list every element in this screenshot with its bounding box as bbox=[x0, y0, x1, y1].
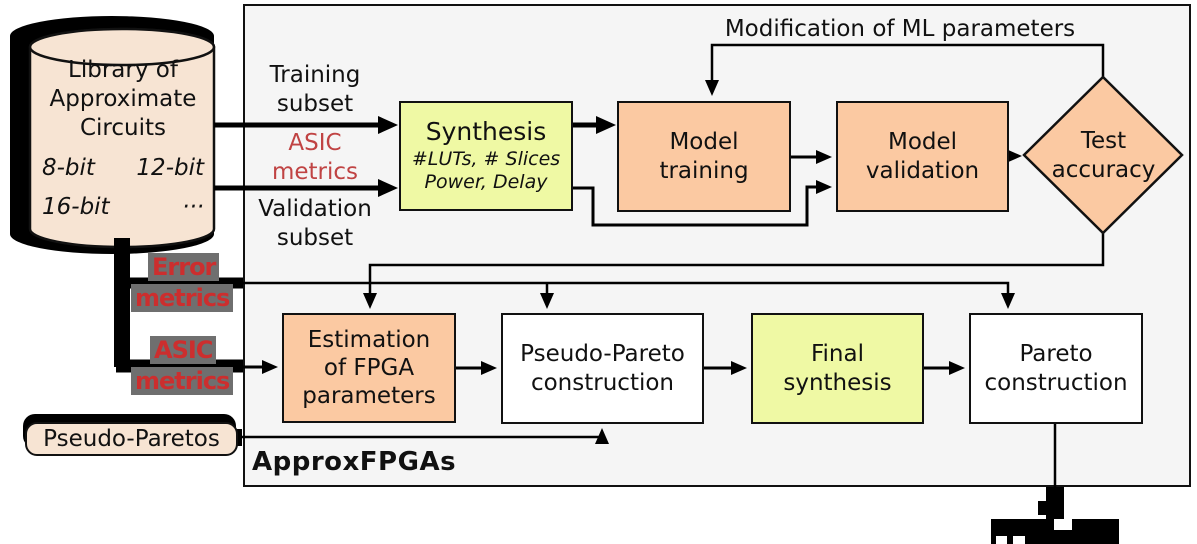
library-line: Circuits bbox=[79, 114, 166, 141]
library-line: Library of bbox=[68, 57, 178, 83]
arrow-pseudoparetos-to-ppc bbox=[236, 428, 609, 444]
library-bit-row: 8-bit 12-bit bbox=[32, 154, 214, 183]
node-model-validation: Model validation bbox=[836, 101, 1009, 212]
chip-asic: ASIC bbox=[150, 336, 217, 364]
node-synthesis-detail: #LUTs, # Slices bbox=[411, 147, 561, 170]
node-final-synthesis: Final synthesis bbox=[751, 313, 924, 424]
library-bit: 16-bit bbox=[42, 194, 110, 220]
edge-feedback-modification bbox=[705, 43, 1105, 96]
chip-error: Error bbox=[148, 253, 220, 281]
label-modification-ml: Modification of ML parameters bbox=[724, 16, 1076, 42]
library-bit: 12-bit bbox=[136, 155, 204, 182]
label-validation-subset: Validation subset bbox=[258, 196, 372, 251]
chip-asic-metrics: metrics bbox=[131, 367, 234, 395]
node-synthesis-detail: Power, Delay bbox=[424, 171, 548, 194]
node-pareto-construction-label: Pareto construction bbox=[984, 341, 1128, 396]
node-model-validation-label: Model validation bbox=[865, 129, 980, 184]
node-model-training-label: Model training bbox=[659, 129, 749, 184]
library-line: Approximate bbox=[49, 85, 197, 112]
arrow-synthesis-to-validation bbox=[572, 180, 832, 227]
panel-title: ApproxFPGAs bbox=[252, 447, 457, 477]
node-model-training: Model training bbox=[617, 101, 791, 212]
node-test-accuracy-shape bbox=[1022, 75, 1184, 235]
node-pseudo-paretos-label: Pseudo-Paretos bbox=[43, 426, 220, 452]
pareto-output-blob bbox=[991, 487, 1119, 544]
node-pseudo-pareto-construction: Pseudo-Pareto construction bbox=[501, 313, 704, 424]
node-synthesis: Synthesis #LUTs, # Slices Power, Delay bbox=[399, 101, 573, 211]
node-pseudo-pareto-construction-label: Pseudo-Pareto construction bbox=[520, 341, 685, 396]
library-bit: 8-bit bbox=[42, 155, 95, 182]
library-cylinder-top bbox=[28, 27, 216, 67]
node-final-synthesis-label: Final synthesis bbox=[783, 341, 892, 396]
library-bit-row: 16-bit ··· bbox=[32, 193, 214, 222]
node-pareto-construction: Pareto construction bbox=[969, 313, 1143, 424]
node-test-accuracy-label: Test accuracy bbox=[1051, 128, 1156, 183]
node-pseudo-paretos: Pseudo-Paretos bbox=[25, 422, 238, 456]
edge-test-to-estimation bbox=[363, 233, 1105, 309]
node-synthesis-title: Synthesis bbox=[425, 117, 547, 146]
label-asic-metrics: ASIC metrics bbox=[271, 130, 359, 185]
chip-error-metrics: metrics bbox=[131, 284, 234, 312]
library-label: Library of Approximate Circuits 8-bit 12… bbox=[32, 56, 214, 222]
node-estimation-fpga-label: Estimation of FPGA parameters bbox=[302, 326, 436, 410]
label-training-subset: Training subset bbox=[269, 62, 361, 117]
edge-error-bus bbox=[243, 281, 1015, 309]
node-estimation-fpga: Estimation of FPGA parameters bbox=[282, 313, 456, 423]
library-bit-ellipsis: ··· bbox=[182, 194, 204, 220]
